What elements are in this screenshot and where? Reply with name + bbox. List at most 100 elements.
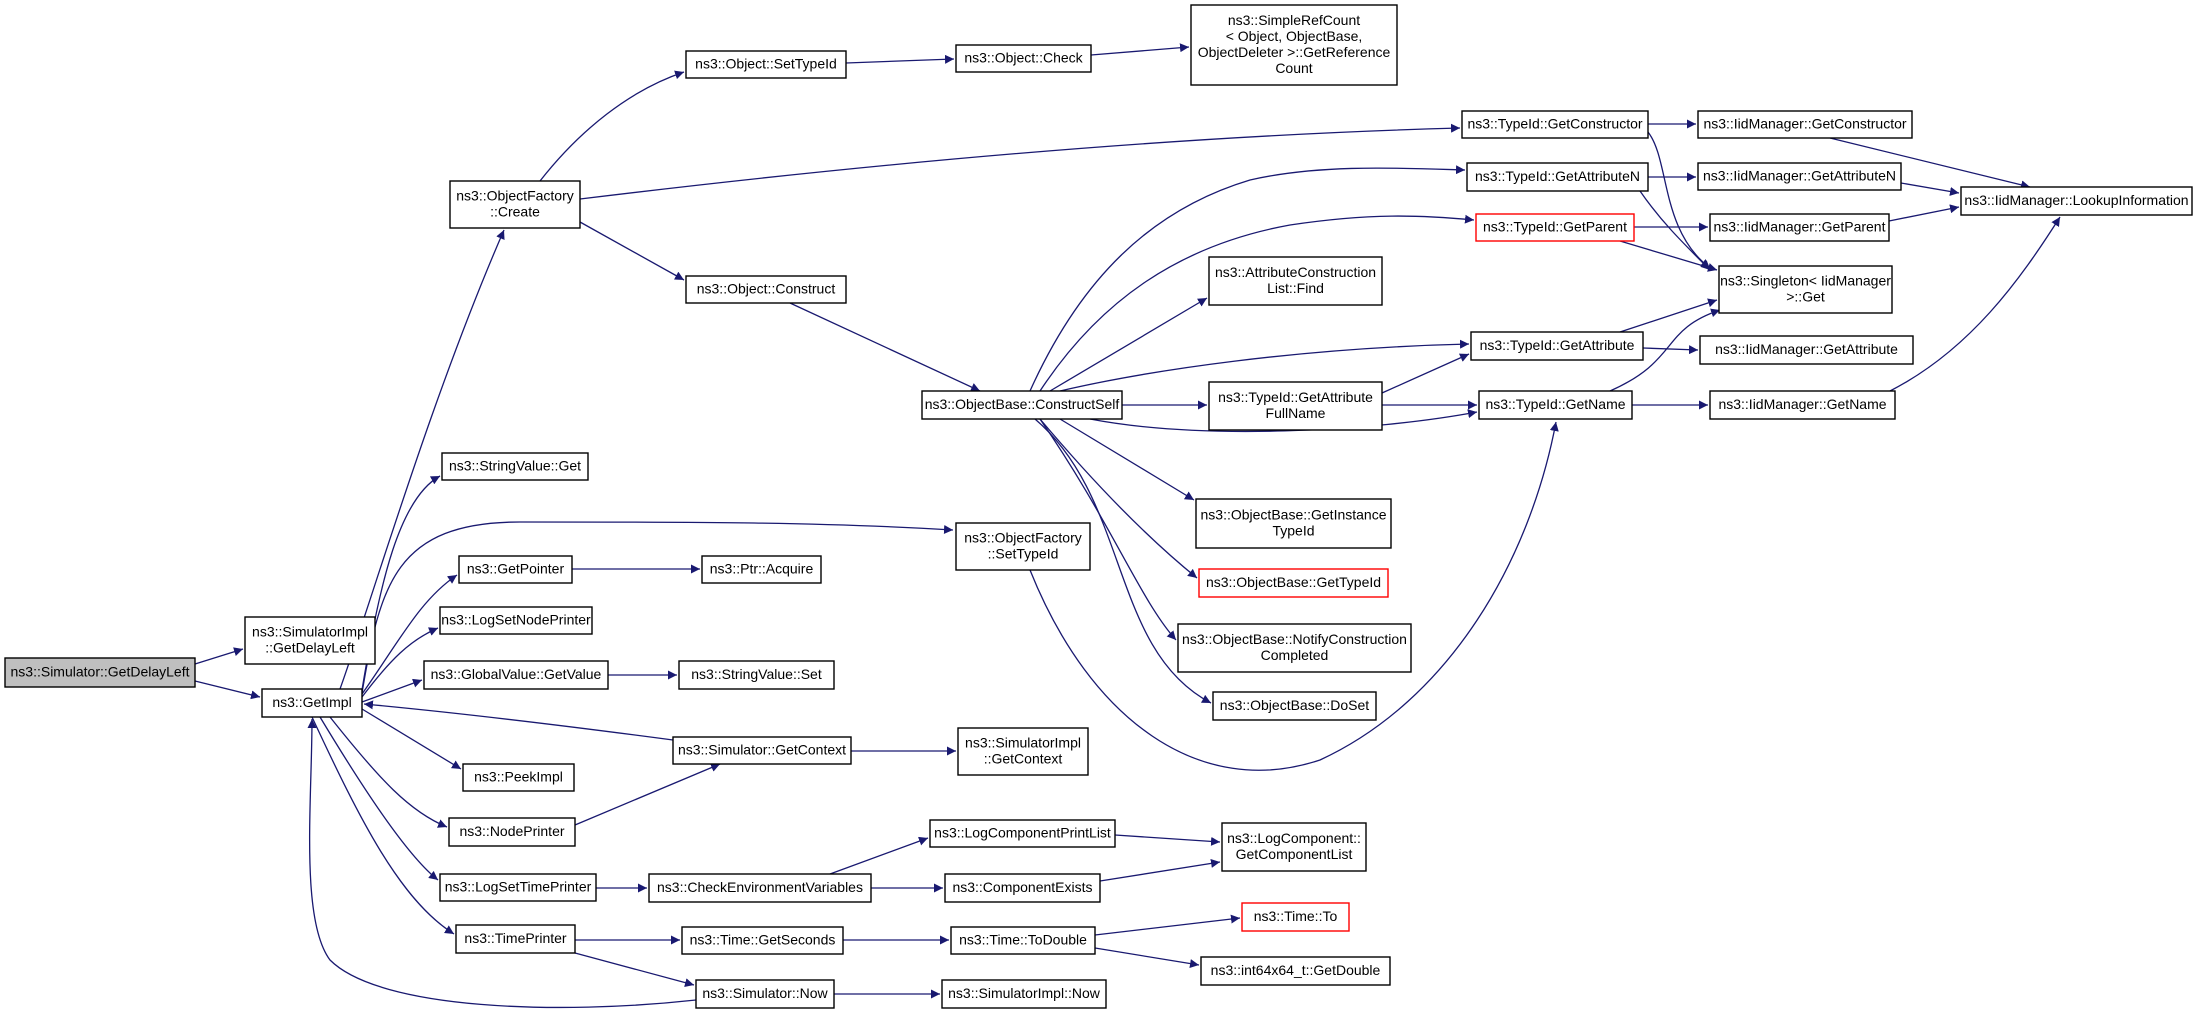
node-box — [1241, 902, 1350, 932]
node-iid-getattributen[interactable]: ns3::IidManager::GetAttributeN — [1697, 162, 1902, 191]
node-logsettimeprinter[interactable]: ns3::LogSetTimePrinter — [439, 873, 597, 902]
node-root[interactable]: ns3::Simulator::GetDelayLeft — [4, 657, 196, 688]
node-getimpl[interactable]: ns3::GetImpl — [261, 688, 363, 718]
node-label-line: ns3::ObjectBase::DoSet — [1220, 697, 1370, 713]
node-getpointer[interactable]: ns3::GetPointer — [458, 555, 573, 584]
node-label-line: Count — [1275, 60, 1312, 76]
node-typeid-getattribute[interactable]: ns3::TypeId::GetAttribute — [1470, 331, 1644, 361]
node-box — [1200, 956, 1391, 986]
node-box — [955, 44, 1092, 73]
node-box — [458, 555, 573, 584]
node-typeid-getparent[interactable]: ns3::TypeId::GetParent — [1475, 213, 1635, 242]
node-box — [685, 50, 847, 79]
node-box — [685, 275, 847, 304]
node-box — [4, 657, 196, 688]
node-iid-getattribute[interactable]: ns3::IidManager::GetAttribute — [1699, 335, 1914, 365]
edge-iid-getname-to-iid-lookupinformation — [1889, 216, 2061, 392]
node-box — [448, 817, 576, 847]
node-label-line: ns3::Simulator::GetDelayLeft — [11, 664, 190, 680]
node-time-to[interactable]: ns3::Time::To — [1241, 902, 1350, 932]
node-objfactory-settypeid[interactable]: ns3::ObjectFactory::SetTypeId — [955, 522, 1091, 571]
node-object-settypeid[interactable]: ns3::Object::SetTypeId — [685, 50, 847, 79]
node-box — [1466, 162, 1649, 192]
node-object-check[interactable]: ns3::Object::Check — [955, 44, 1092, 73]
node-peekimpl[interactable]: ns3::PeekImpl — [462, 763, 575, 792]
node-objbase-gettypeid[interactable]: ns3::ObjectBase::GetTypeId — [1198, 568, 1389, 598]
edge-typeid-getname-to-singleton-get — [1609, 308, 1721, 392]
node-objfactory-create[interactable]: ns3::ObjectFactory::Create — [449, 180, 581, 229]
node-iid-getparent[interactable]: ns3::IidManager::GetParent — [1709, 213, 1890, 242]
node-stringvalue-set[interactable]: ns3::StringValue::Set — [678, 660, 835, 690]
node-label-line: ns3::Time::To — [1254, 908, 1338, 924]
node-label-line: ns3::LogSetTimePrinter — [445, 879, 592, 895]
node-box — [1478, 390, 1633, 420]
node-int64x64-getdouble[interactable]: ns3::int64x64_t::GetDouble — [1200, 956, 1391, 986]
node-label-line: ns3::CheckEnvironmentVariables — [657, 879, 863, 895]
edge-getimpl-to-timeprinter — [311, 716, 455, 935]
node-label-line: ns3::Object::Check — [964, 50, 1083, 66]
node-componentexists[interactable]: ns3::ComponentExists — [944, 873, 1101, 903]
node-checkenvvars[interactable]: ns3::CheckEnvironmentVariables — [648, 873, 872, 903]
node-objbase-doset[interactable]: ns3::ObjectBase::DoSet — [1212, 691, 1377, 721]
node-box — [957, 727, 1089, 776]
node-ptr-acquire[interactable]: ns3::Ptr::Acquire — [701, 555, 822, 584]
node-iid-getname[interactable]: ns3::IidManager::GetName — [1709, 390, 1896, 420]
node-timeprinter[interactable]: ns3::TimePrinter — [455, 924, 576, 954]
node-label-line: ns3::ObjectBase::ConstructSelf — [925, 396, 1120, 412]
node-nodeprinter[interactable]: ns3::NodePrinter — [448, 817, 576, 847]
node-box — [1195, 498, 1392, 549]
node-label-line: ::SetTypeId — [988, 546, 1059, 562]
edge-componentexists-to-logcomponent-getcomplist — [1099, 858, 1221, 882]
node-typeid-getattributen[interactable]: ns3::TypeId::GetAttributeN — [1466, 162, 1649, 192]
node-box — [672, 736, 852, 765]
node-time-todouble[interactable]: ns3::Time::ToDouble — [950, 926, 1096, 955]
edge-iid-getconstructor-to-iid-lookupinformation — [1829, 137, 2031, 190]
node-simimpl-now[interactable]: ns3::SimulatorImpl::Now — [941, 979, 1107, 1009]
node-object-construct[interactable]: ns3::Object::Construct — [685, 275, 847, 304]
node-singleton-get[interactable]: ns3::Singleton< IidManager>::Get — [1718, 265, 1893, 314]
node-box — [1960, 186, 2193, 216]
node-box — [1221, 822, 1367, 872]
node-sim-impl-getdelayleft[interactable]: ns3::SimulatorImpl::GetDelayLeft — [244, 616, 376, 665]
edge-constructself-to-objbase-doset — [1034, 418, 1212, 704]
node-label-line: ns3::SimulatorImpl — [252, 624, 368, 640]
edge-objfactory-create-to-object-settypeid — [539, 70, 685, 182]
node-label-line: TypeId — [1272, 523, 1314, 539]
edge-constructself-to-typeid-getparent — [1039, 214, 1475, 392]
edge-constructself-to-objbase-getinstancetypeid — [1059, 418, 1195, 501]
node-globalvalue-getvalue[interactable]: ns3::GlobalValue::GetValue — [423, 660, 609, 690]
edge-iid-getparent-to-iid-lookupinformation — [1888, 204, 1960, 222]
edge-typeid-getconstructor-to-singleton-get — [1647, 131, 1711, 269]
node-simulator-now[interactable]: ns3::Simulator::Now — [695, 979, 835, 1009]
node-constructself[interactable]: ns3::ObjectBase::ConstructSelf — [921, 390, 1123, 420]
node-logcomponent-getcomplist[interactable]: ns3::LogComponent::GetComponentList — [1221, 822, 1367, 872]
node-label-line: ns3::SimulatorImpl::Now — [948, 985, 1101, 1001]
edge-root-to-getimpl — [194, 680, 261, 700]
edge-object-settypeid-to-object-check — [845, 54, 955, 64]
node-box — [695, 979, 835, 1009]
node-box — [678, 660, 835, 690]
node-typeid-getname[interactable]: ns3::TypeId::GetName — [1478, 390, 1633, 420]
node-iid-lookupinformation[interactable]: ns3::IidManager::LookupInformation — [1960, 186, 2193, 216]
node-simimpl-getcontext[interactable]: ns3::SimulatorImpl::GetContext — [957, 727, 1089, 776]
node-logcomponentprintlist[interactable]: ns3::LogComponentPrintList — [929, 819, 1116, 848]
edge-simulator-getcontext-to-getimpl — [363, 700, 674, 741]
edge-nodeprinter-to-simulator-getcontext — [574, 763, 721, 826]
edge-constructself-to-typeid-getattributen — [1029, 165, 1466, 392]
node-label-line: ns3::StringValue::Get — [449, 458, 581, 474]
node-typeid-getconstructor[interactable]: ns3::TypeId::GetConstructor — [1461, 110, 1649, 139]
node-simplerefcount[interactable]: ns3::SimpleRefCount< Object, ObjectBase,… — [1190, 4, 1398, 86]
node-logsetnodeprinter[interactable]: ns3::LogSetNodePrinter — [439, 606, 593, 635]
node-box — [1461, 110, 1649, 139]
node-time-getseconds[interactable]: ns3::Time::GetSeconds — [681, 926, 844, 955]
node-label-line: ns3::TypeId::GetConstructor — [1467, 116, 1642, 132]
node-iid-getconstructor[interactable]: ns3::IidManager::GetConstructor — [1697, 110, 1913, 139]
node-label-line: ns3::LogSetNodePrinter — [441, 612, 591, 628]
node-label-line: ns3::Singleton< IidManager — [1720, 273, 1891, 289]
node-stringvalue-get[interactable]: ns3::StringValue::Get — [441, 452, 589, 481]
node-objbase-notifyconstr[interactable]: ns3::ObjectBase::NotifyConstructionCompl… — [1177, 623, 1412, 673]
node-simulator-getcontext[interactable]: ns3::Simulator::GetContext — [672, 736, 852, 765]
